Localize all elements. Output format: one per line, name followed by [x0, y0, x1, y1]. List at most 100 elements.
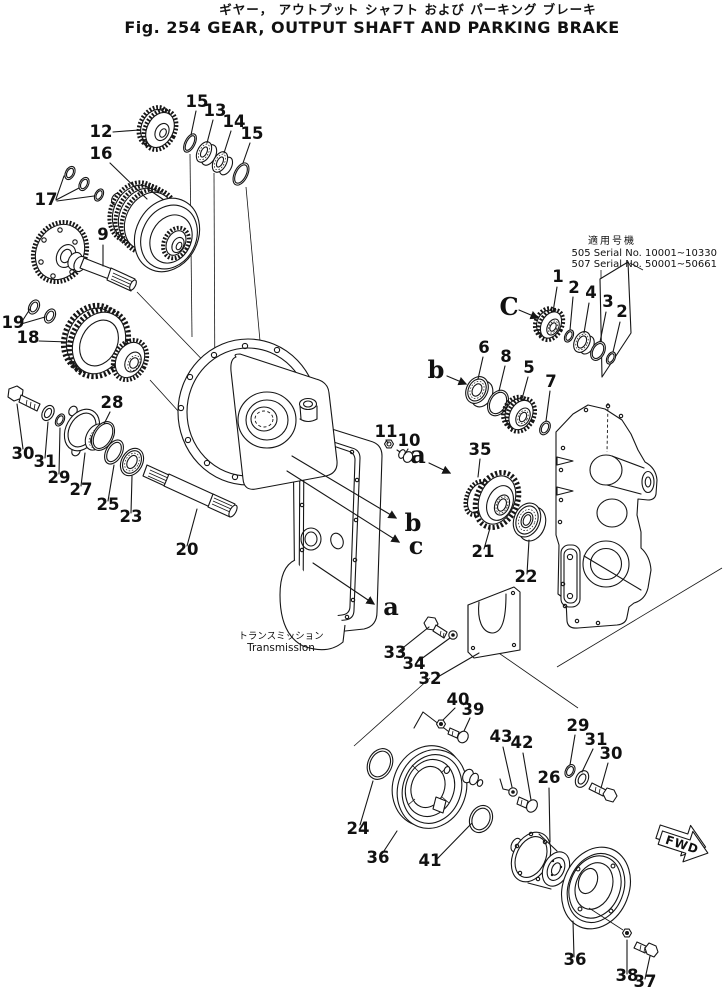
callout-13: 13 — [204, 101, 227, 120]
part-39-bolt — [447, 727, 469, 744]
callout-17: 17 — [35, 190, 58, 209]
part-29b-ring — [564, 764, 576, 778]
callout-29a: 29 — [48, 468, 71, 487]
callout-labels: 12 15 13 14 15 16 17 9 19 18 30 31 29 27… — [2, 92, 657, 988]
part-38-nut — [621, 928, 633, 938]
callout-20: 20 — [176, 540, 199, 559]
part-3-ring — [590, 341, 606, 361]
view-ref-a-upper: a — [410, 440, 426, 469]
callout-10: 10 — [398, 431, 421, 450]
part-7-ring — [539, 420, 551, 436]
callout-2b: 2 — [616, 302, 627, 321]
callout-26: 26 — [538, 768, 561, 787]
serial-note-line2: 507 Serial No. 50001~50661 — [571, 259, 717, 270]
part-19-rings — [27, 299, 57, 324]
part-6-bearing — [465, 376, 494, 408]
callout-32: 32 — [419, 669, 442, 688]
callout-16: 16 — [90, 144, 113, 163]
part-36a-brake-assembly — [391, 745, 484, 829]
part-9-shaft-and-disc — [30, 219, 137, 292]
callout-15b: 15 — [241, 124, 264, 143]
callout-30a: 30 — [12, 444, 35, 463]
part-15a-snap-ring — [183, 133, 197, 153]
callout-4: 4 — [585, 283, 596, 302]
callout-21: 21 — [472, 542, 495, 561]
view-arrows: a b c a — [286, 440, 452, 621]
callout-11: 11 — [375, 422, 398, 441]
part-21-gear — [472, 469, 522, 531]
callout-25: 25 — [97, 495, 120, 514]
callout-29b: 29 — [567, 716, 590, 735]
part-2a-ring — [563, 329, 575, 343]
b-row-group — [446, 375, 551, 436]
callout-15a: 15 — [186, 92, 209, 111]
part-43-washer — [499, 778, 518, 797]
part-1-gear — [532, 306, 566, 343]
case-caption-english: Transmission — [246, 642, 315, 654]
callout-38: 38 — [616, 966, 639, 985]
part-11-nut — [383, 439, 395, 449]
callout-1: 1 — [552, 267, 563, 286]
callout-30b: 30 — [600, 744, 623, 763]
callout-3: 3 — [602, 292, 613, 311]
callout-27: 27 — [70, 480, 93, 499]
part-33-bolt — [423, 616, 448, 639]
part-23-bearing — [119, 447, 145, 477]
part-14-bearing — [211, 151, 234, 176]
callout-5: 5 — [523, 358, 534, 377]
part-41-ring — [468, 804, 494, 834]
part-22-bearing — [512, 502, 547, 542]
part-17-seal-rings — [64, 165, 105, 202]
case-bore-housing — [230, 353, 338, 490]
callout-12: 12 — [90, 122, 113, 141]
part-20-output-shaft — [142, 464, 238, 518]
part-30b-bolt — [588, 782, 618, 803]
cover-bolt-holes — [557, 403, 624, 626]
leader-lines — [16, 110, 651, 980]
case-caption-japanese: トランスミッション — [238, 631, 323, 642]
callout-41: 41 — [419, 851, 442, 870]
c-row-group — [518, 306, 617, 365]
callout-6: 6 — [478, 338, 489, 357]
view-ref-c: c — [409, 531, 424, 560]
part-4-bearing — [573, 331, 595, 355]
side-cover — [555, 402, 658, 629]
callout-8: 8 — [500, 347, 511, 366]
callout-43: 43 — [490, 727, 513, 746]
callout-7: 7 — [545, 372, 556, 391]
callout-35: 35 — [469, 440, 492, 459]
callout-19: 19 — [2, 313, 25, 332]
transmission-case: トランスミッション Transmission — [177, 338, 383, 654]
view-ref-C: C — [499, 292, 518, 321]
part-31a-washer — [41, 404, 55, 422]
callout-24: 24 — [347, 819, 370, 838]
part-5-gear — [501, 394, 538, 434]
callout-37: 37 — [634, 972, 657, 988]
serial-note-header: 適用号機 — [588, 234, 636, 247]
part-30a-bolt — [7, 385, 41, 412]
callout-18: 18 — [17, 328, 40, 347]
part-2b-ring — [605, 351, 617, 365]
callout-23: 23 — [120, 507, 143, 526]
view-ref-b: b — [405, 508, 422, 537]
fwd-arrow: FWD — [655, 824, 709, 863]
part-18-gear-cluster — [60, 302, 150, 383]
callout-33: 33 — [384, 643, 407, 662]
callout-34: 34 — [403, 654, 426, 673]
part-34-washer — [448, 630, 458, 640]
flange-bolt-holes — [177, 342, 281, 481]
callout-39: 39 — [462, 700, 485, 719]
part-10-bolt — [396, 449, 414, 463]
part-24-o-ring — [366, 748, 394, 780]
title-japanese: ギヤー， アウトプット シャフト および パーキング ブレーキ — [219, 2, 596, 17]
title-english: Fig. 254 GEAR, OUTPUT SHAFT AND PARKING … — [124, 18, 619, 37]
callout-28: 28 — [101, 393, 124, 412]
part-28-o-ring — [90, 421, 116, 451]
part-25-ring — [104, 439, 124, 465]
callout-31b: 31 — [585, 730, 608, 749]
view-ref-a-lower: a — [383, 592, 399, 621]
part-42-bolt — [516, 796, 538, 813]
part-16-clutch-assembly — [107, 180, 201, 273]
